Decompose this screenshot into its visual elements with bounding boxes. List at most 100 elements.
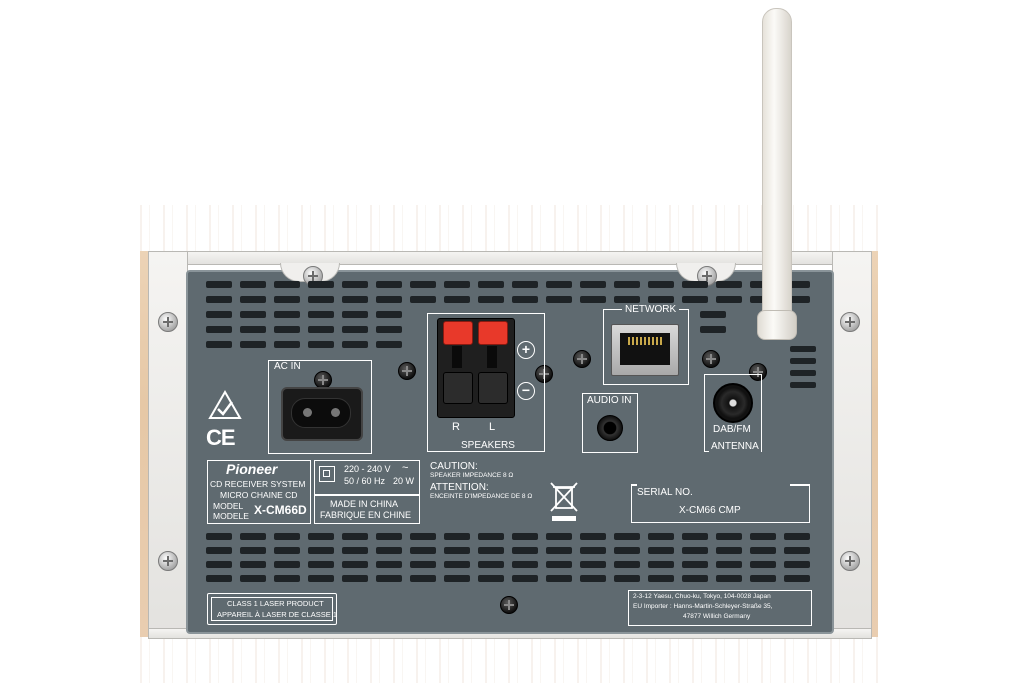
vent-slot	[716, 281, 742, 288]
vent-slot	[784, 281, 810, 288]
address-line-1: 2-3-12 Yaesu, Chuo-ku, Tokyo, 104-0028 J…	[633, 593, 771, 600]
vent-slot	[240, 547, 266, 554]
vent-slot	[274, 281, 300, 288]
bracket-left	[148, 251, 188, 639]
wood-right-edge	[870, 251, 878, 637]
vent-slot	[376, 533, 402, 540]
speaker-terminal-l-plus[interactable]	[478, 321, 508, 345]
vent-slot	[750, 575, 776, 582]
vent-slot	[342, 533, 368, 540]
vent-slot	[444, 533, 470, 540]
vent-slot	[716, 547, 742, 554]
wood-bottom	[140, 637, 878, 683]
speaker-terminal-r-minus[interactable]	[443, 372, 473, 404]
antenna-connector[interactable]	[713, 383, 753, 423]
speaker-terminal-l-minus[interactable]	[478, 372, 508, 404]
vent-slot	[376, 561, 402, 568]
serial-box-top-left	[631, 484, 637, 486]
vent-slot	[716, 533, 742, 540]
screw-icon	[158, 312, 178, 332]
vent-slot	[376, 326, 402, 333]
vent-slot	[342, 341, 368, 348]
vent-slot	[410, 533, 436, 540]
audio-in-jack[interactable]	[597, 415, 623, 441]
vent-slot	[614, 575, 640, 582]
speaker-terminal-r-plus[interactable]	[443, 321, 473, 345]
wifi-antenna-hinge	[757, 310, 797, 340]
vent-slot	[308, 341, 334, 348]
vent-slot	[342, 561, 368, 568]
audio-in-box	[582, 393, 638, 453]
vent-slot	[478, 533, 504, 540]
ac-in-box	[268, 360, 372, 454]
vent-slot	[376, 311, 402, 318]
vent-slot	[546, 281, 572, 288]
vent-slot	[614, 533, 640, 540]
speakers-box	[427, 313, 545, 452]
vent-slot	[580, 547, 606, 554]
vent-slot	[478, 561, 504, 568]
wifi-antenna[interactable]	[762, 8, 792, 326]
vent-slot	[308, 575, 334, 582]
vent-slot	[274, 561, 300, 568]
vent-slot	[580, 296, 606, 303]
double-insulation-icon	[319, 466, 335, 482]
minus-icon: −	[517, 382, 535, 400]
ac-symbol: ~	[402, 462, 409, 474]
screw-icon	[573, 350, 591, 368]
vent-slot	[784, 561, 810, 568]
system-name: CD RECEIVER SYSTEM	[210, 479, 306, 489]
vent-slot	[274, 296, 300, 303]
vent-slot	[240, 561, 266, 568]
vent-slot	[206, 575, 232, 582]
vent-slot	[206, 281, 232, 288]
vent-slot	[580, 281, 606, 288]
vent-slot	[410, 547, 436, 554]
vent-slot	[410, 281, 436, 288]
voltage-rating: 220 - 240 V	[344, 464, 391, 474]
vent-slot	[716, 296, 742, 303]
vent-slot	[580, 533, 606, 540]
vent-slot	[478, 575, 504, 582]
vent-slot	[274, 311, 300, 318]
wood-left-edge	[140, 251, 148, 637]
model-box	[207, 460, 311, 524]
vent-slot	[206, 296, 232, 303]
speakers-label: SPEAKERS	[458, 440, 518, 451]
vent-slot	[240, 311, 266, 318]
vent-slot	[784, 575, 810, 582]
rcm-mark-icon	[208, 389, 242, 425]
vent-slot	[274, 533, 300, 540]
vent-slot	[682, 561, 708, 568]
ac-inlet[interactable]	[281, 387, 363, 441]
model-number: X-CM66D	[254, 503, 307, 517]
ethernet-port[interactable]	[611, 324, 679, 376]
address-box	[628, 590, 812, 626]
vent-slot	[444, 281, 470, 288]
vent-slot	[444, 547, 470, 554]
laser-line-1: CLASS 1 LASER PRODUCT	[227, 599, 324, 608]
vent-slot	[546, 575, 572, 582]
vent-slot	[614, 281, 640, 288]
vent-slot	[274, 547, 300, 554]
power-box	[314, 460, 420, 524]
vent-slot	[376, 341, 402, 348]
vent-slot	[716, 575, 742, 582]
vent-slot	[682, 575, 708, 582]
brand-logo: Pioneer	[226, 461, 278, 477]
vent-slot	[682, 296, 708, 303]
serial-box	[631, 484, 810, 523]
vent-slot	[682, 533, 708, 540]
vent-slot	[614, 547, 640, 554]
wood-top	[140, 205, 878, 251]
vent-slot	[614, 296, 640, 303]
vent-slot	[512, 575, 538, 582]
attention-text: ENCEINTE D'IMPEDANCE DE 8 Ω	[430, 493, 533, 500]
ac-in-label: AC IN	[271, 361, 304, 372]
vent-slot	[444, 561, 470, 568]
screw-icon	[158, 551, 178, 571]
vent-slot	[512, 281, 538, 288]
vent-slot	[546, 547, 572, 554]
system-name-fr: MICRO CHAINE CD	[220, 490, 298, 500]
vent-slot	[648, 533, 674, 540]
